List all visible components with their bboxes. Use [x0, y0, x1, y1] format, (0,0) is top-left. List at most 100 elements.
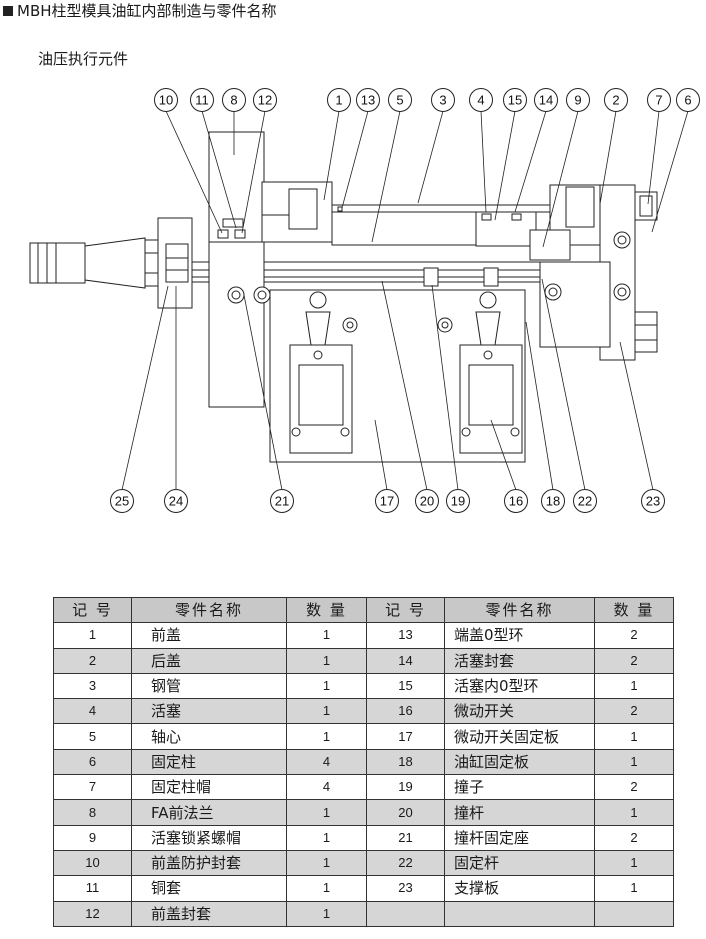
part-qty: 1 — [594, 875, 674, 902]
callout-number: 25 — [115, 494, 129, 509]
callout-bottom-8: 22 — [573, 489, 597, 513]
callout-number: 4 — [477, 93, 484, 108]
part-id: 9 — [53, 824, 132, 851]
part-id: 1 — [53, 622, 132, 649]
callout-top-4: 1 — [327, 88, 351, 112]
callout-circle — [270, 489, 294, 513]
part-qty: 1 — [286, 698, 367, 725]
callout-circle — [190, 88, 214, 112]
part-id: 16 — [366, 698, 445, 725]
part-qty: 1 — [286, 849, 367, 877]
part-id: 20 — [366, 799, 445, 826]
callout-circle — [504, 489, 528, 513]
callout-top-12: 2 — [604, 88, 628, 112]
part-qty: 1 — [594, 849, 674, 877]
callout-circle — [676, 88, 700, 112]
bullet-square-icon — [3, 6, 13, 16]
part-name: 活塞锁紧螺帽 — [131, 824, 287, 851]
part-id: 19 — [366, 774, 445, 801]
part-id: 8 — [53, 799, 132, 826]
part-id: 11 — [53, 875, 132, 902]
callout-top-14: 6 — [676, 88, 700, 112]
part-id: 15 — [366, 672, 445, 700]
part-name: 后盖 — [131, 647, 287, 674]
part-name: 固定柱帽 — [131, 774, 287, 801]
part-id: 12 — [53, 900, 132, 927]
part-name: 前盖防护封套 — [131, 849, 287, 877]
diagram-subtitle: 油压执行元件 — [38, 50, 129, 68]
callout-circle — [164, 489, 188, 513]
callout-bottom-2: 21 — [270, 489, 294, 513]
part-id: 4 — [53, 698, 132, 725]
callout-circle — [446, 489, 470, 513]
callout-circle — [503, 88, 527, 112]
callout-top-8: 4 — [469, 88, 493, 112]
callout-top-5: 13 — [356, 88, 380, 112]
callout-number: 15 — [508, 93, 522, 108]
part-name: 固定杆 — [444, 849, 595, 877]
part-name: 活塞封套 — [444, 647, 595, 674]
callout-number: 11 — [195, 93, 209, 108]
callout-number: 23 — [646, 494, 660, 509]
part-id: 14 — [366, 647, 445, 674]
page-title: MBH柱型模具油缸内部制造与零件名称 — [3, 2, 277, 20]
part-qty: 1 — [286, 647, 367, 674]
part-id — [366, 900, 445, 927]
callout-number: 16 — [509, 494, 523, 509]
callout-top-2: 8 — [222, 88, 246, 112]
part-id: 7 — [53, 774, 132, 801]
part-qty: 1 — [286, 900, 367, 927]
header-qty-1: 数 量 — [286, 596, 367, 624]
part-qty: 1 — [286, 799, 367, 826]
part-id: 10 — [53, 849, 132, 877]
part-qty: 1 — [286, 622, 367, 649]
callout-bottom-7: 18 — [541, 489, 565, 513]
callout-circle — [375, 489, 399, 513]
part-qty: 1 — [594, 799, 674, 826]
part-qty: 4 — [286, 748, 367, 776]
part-qty: 2 — [594, 647, 674, 674]
part-qty: 1 — [594, 748, 674, 776]
part-id: 13 — [366, 622, 445, 649]
callout-number: 3 — [439, 93, 446, 108]
part-name: 撞杆固定座 — [444, 824, 595, 851]
part-name: 微动开关固定板 — [444, 723, 595, 750]
part-qty: 1 — [594, 672, 674, 700]
header-qty-2: 数 量 — [594, 596, 674, 624]
callout-bottom-9: 23 — [641, 489, 665, 513]
header-id-2: 记 号 — [366, 596, 445, 624]
part-name: 前盖 — [131, 622, 287, 649]
callout-bottom-0: 25 — [110, 489, 134, 513]
callout-top-7: 3 — [431, 88, 455, 112]
callout-top-3: 12 — [253, 88, 277, 112]
callout-number: 1 — [335, 93, 342, 108]
part-name: 固定柱 — [131, 748, 287, 776]
callout-circle — [647, 88, 671, 112]
callout-bottom-6: 16 — [504, 489, 528, 513]
header-id-1: 记 号 — [53, 596, 132, 624]
callout-top-11: 9 — [566, 88, 590, 112]
callout-number: 5 — [396, 93, 403, 108]
callout-bottom-5: 19 — [446, 489, 470, 513]
part-name: 铜套 — [131, 875, 287, 902]
callout-circle — [327, 88, 351, 112]
callout-circle — [388, 88, 412, 112]
callout-circle — [641, 489, 665, 513]
page-title-text: MBH柱型模具油缸内部制造与零件名称 — [17, 2, 277, 20]
part-name: 钢管 — [131, 672, 287, 700]
callout-circle — [566, 88, 590, 112]
part-id: 18 — [366, 748, 445, 776]
tie-rod-cap-23 — [634, 311, 658, 353]
callout-number: 14 — [539, 93, 553, 108]
part-name: 活塞内0型环 — [444, 672, 595, 700]
